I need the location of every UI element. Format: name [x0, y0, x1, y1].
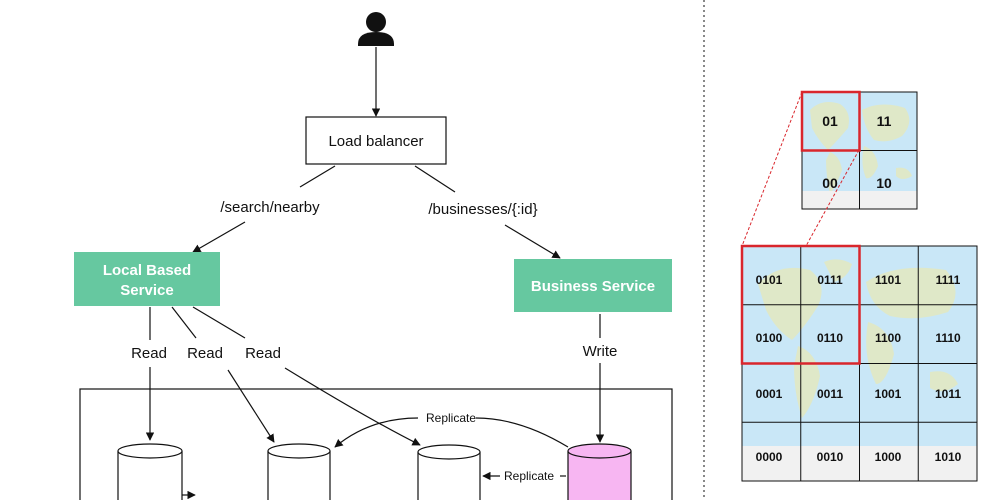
- geohash-top-2: 00: [822, 175, 838, 191]
- load-balancer-label: Load balancer: [328, 133, 423, 150]
- read-edge-3-bottom: [284, 367, 421, 446]
- highlight-cell-01: [800, 90, 861, 152]
- geohash-cell-2-3: 1011: [935, 387, 961, 401]
- geohash-top-0: 01: [822, 113, 838, 129]
- read-edge-3-top: [192, 306, 246, 339]
- geohash-cell-0-3: 1111: [936, 273, 961, 287]
- user-icon: [358, 12, 394, 46]
- read-label-3: Read: [245, 345, 281, 362]
- edge-label-businesses-id: /businesses/{:id}: [428, 201, 537, 218]
- read-label-1: Read: [131, 345, 167, 362]
- geohash-cell-2-0: 0001: [756, 387, 783, 401]
- read-edge-2-bottom: [227, 369, 275, 443]
- geohash-cell-1-1: 0110: [817, 331, 843, 345]
- geohash-cell-1-2: 1100: [875, 331, 901, 345]
- geohash-grid-level1: 01 11 00 10: [800, 90, 918, 210]
- lbs-label-line1: Local Based: [103, 262, 191, 279]
- geohash-cell-2-1: 0011: [817, 387, 843, 401]
- geohash-cell-0-0: 0101: [756, 273, 783, 287]
- lb-to-business-arrow: [504, 224, 561, 259]
- load-balancer-node[interactable]: Load balancer: [305, 116, 447, 165]
- replicate-label-top: Replicate: [426, 411, 476, 425]
- geohash-grid-level2: 0101 0111 1101 1111 0100 0110 1100 1110 …: [740, 244, 978, 482]
- replicate-label-right: Replicate: [504, 469, 554, 483]
- geohash-cell-3-3: 1010: [935, 450, 962, 464]
- highlight-quadrant-01: [740, 244, 861, 365]
- business-service-node[interactable]: Business Service: [514, 259, 672, 312]
- lb-edge-right-top: [414, 165, 456, 193]
- geohash-cell-1-3: 1110: [935, 331, 961, 345]
- geohash-cell-2-2: 1001: [875, 387, 902, 401]
- geohash-cell-3-0: 0000: [756, 450, 783, 464]
- replicate-top-edge-right: [475, 417, 569, 448]
- lb-to-lbs-arrow: [192, 221, 246, 253]
- zoom-line-left: [741, 91, 803, 247]
- geohash-cell-1-0: 0100: [756, 331, 783, 345]
- database-cluster-box: [79, 388, 673, 500]
- replicate-top-edge-left: [334, 417, 419, 448]
- read-edge-2-top: [171, 306, 197, 339]
- primary-db[interactable]: [567, 443, 632, 500]
- geohash-top-3: 10: [876, 175, 892, 191]
- lb-edge-left-top: [299, 165, 336, 188]
- edge-label-search-nearby: /search/nearby: [220, 199, 320, 216]
- business-service-label: Business Service: [531, 278, 655, 295]
- write-label: Write: [583, 343, 618, 360]
- replica-db-1[interactable]: [117, 443, 183, 500]
- local-based-service-node[interactable]: Local Based Service: [74, 252, 220, 306]
- geohash-top-1: 11: [877, 113, 892, 129]
- geohash-cell-0-1: 0111: [817, 273, 843, 287]
- geohash-cell-3-2: 1000: [875, 450, 902, 464]
- read-label-2: Read: [187, 345, 223, 362]
- replica-db-2[interactable]: [267, 443, 331, 500]
- replica-db-3[interactable]: [417, 444, 481, 500]
- geohash-cell-3-1: 0010: [817, 450, 844, 464]
- lbs-label-line2: Service: [120, 282, 173, 299]
- geohash-cell-0-2: 1101: [875, 273, 901, 287]
